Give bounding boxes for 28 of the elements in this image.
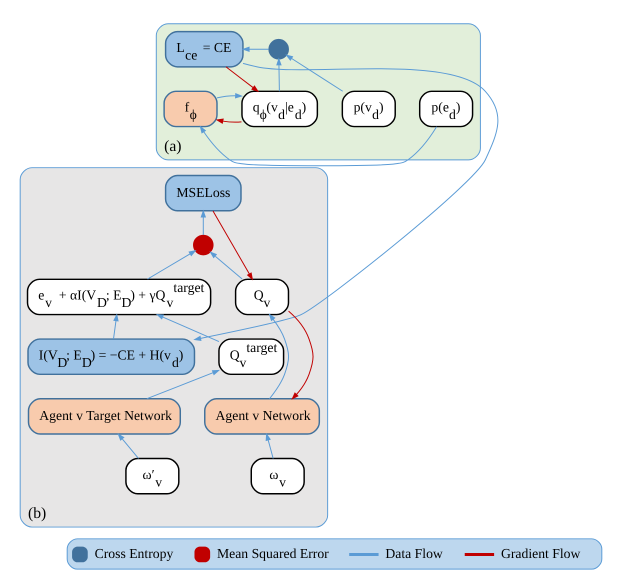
node-box: Agent v Network <box>204 398 320 434</box>
arrow <box>212 210 254 280</box>
node-circle <box>268 38 289 59</box>
arrow <box>147 250 197 280</box>
arrow <box>288 310 314 400</box>
node-circle <box>193 234 214 255</box>
arrow <box>276 57 282 92</box>
legend-label: Cross Entropy <box>94 546 174 561</box>
node-box: Agent v Target Network <box>28 398 182 434</box>
arrow <box>226 66 260 92</box>
arrow <box>209 250 243 280</box>
legend-label: Data Flow <box>385 546 443 561</box>
arrow <box>242 46 270 52</box>
arrow <box>146 369 220 399</box>
arrow <box>113 312 119 339</box>
arrow <box>117 432 139 458</box>
node-box: MSELoss <box>164 174 242 212</box>
arrow <box>193 62 498 340</box>
arrow <box>216 92 243 98</box>
arrow <box>216 118 242 124</box>
arrow <box>200 209 206 235</box>
arrow <box>266 432 274 458</box>
arrow <box>156 314 220 342</box>
arrow <box>200 125 438 166</box>
legend-label: Mean Squared Error <box>216 546 329 561</box>
arrow <box>285 54 344 92</box>
legend-label: Gradient Flow <box>500 546 580 561</box>
arrow <box>268 312 290 399</box>
